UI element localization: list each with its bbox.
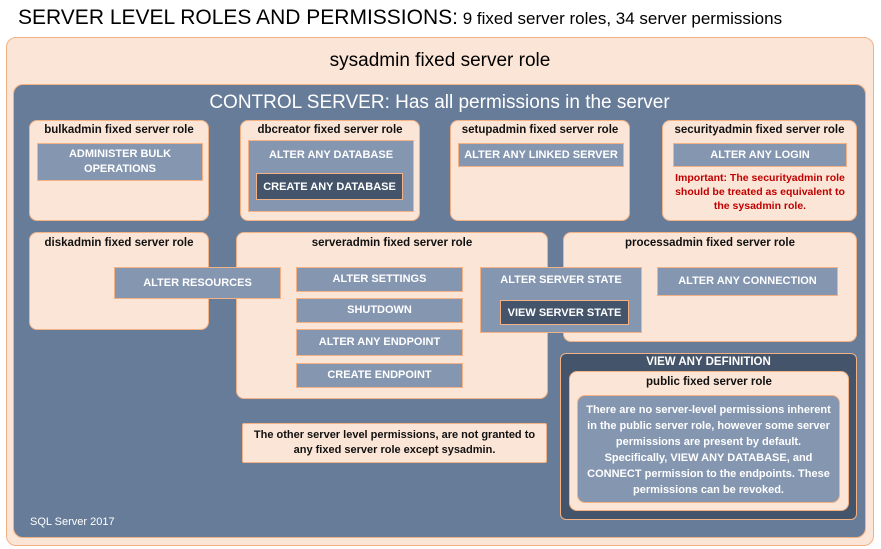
perm-create-endpoint: CREATE ENDPOINT [296, 363, 463, 388]
sysadmin-role-label: sysadmin fixed server role [329, 50, 551, 71]
diskadmin-role-label: diskadmin fixed server role [44, 237, 194, 249]
securityadmin-important-note: Important: The securityadmin role should… [675, 172, 845, 212]
bulkadmin-role-label: bulkadmin fixed server role [44, 124, 194, 136]
title-subtitle: 9 fixed server roles, 34 server permissi… [458, 9, 783, 28]
title-main: SERVER LEVEL ROLES AND PERMISSIONS: [18, 6, 458, 29]
setupadmin-role-box [450, 120, 630, 221]
perm-view-server-state: VIEW SERVER STATE [500, 300, 629, 325]
perm-alter-any-login: ALTER ANY LOGIN [673, 143, 847, 167]
perm-administer-bulk-operations: ADMINISTER BULK OPERATIONS [37, 143, 203, 181]
page-title: SERVER LEVEL ROLES AND PERMISSIONS: 9 fi… [18, 6, 782, 30]
dbcreator-role-label: dbcreator fixed server role [257, 124, 403, 136]
footer-label: SQL Server 2017 [30, 516, 115, 528]
serveradmin-role-label: serveradmin fixed server role [311, 237, 473, 249]
processadmin-role-label: processadmin fixed server role [624, 237, 796, 249]
perm-alter-resources: ALTER RESOURCES [114, 267, 281, 299]
control-server-label: CONTROL SERVER: Has all permissions in t… [209, 92, 670, 113]
perm-create-any-database: CREATE ANY DATABASE [256, 173, 403, 200]
public-role-description: There are no server-level permissions in… [586, 404, 831, 496]
securityadmin-role-box [662, 120, 857, 221]
perm-shutdown: SHUTDOWN [296, 298, 463, 323]
perm-alter-any-endpoint: ALTER ANY ENDPOINT [296, 329, 463, 356]
perm-alter-settings: ALTER SETTINGS [296, 267, 463, 292]
public-role-label: public fixed server role [646, 376, 772, 388]
perm-alter-any-connection: ALTER ANY CONNECTION [657, 267, 838, 296]
view-any-definition-label: VIEW ANY DEFINITION [646, 356, 771, 368]
perm-alter-any-linked-server: ALTER ANY LINKED SERVER [458, 143, 624, 167]
public-role-description-box [577, 395, 840, 503]
setupadmin-role-label: setupadmin fixed server role [461, 124, 619, 136]
other-permissions-note: The other server level permissions, are … [242, 423, 547, 463]
securityadmin-role-label: securityadmin fixed server role [674, 124, 845, 136]
